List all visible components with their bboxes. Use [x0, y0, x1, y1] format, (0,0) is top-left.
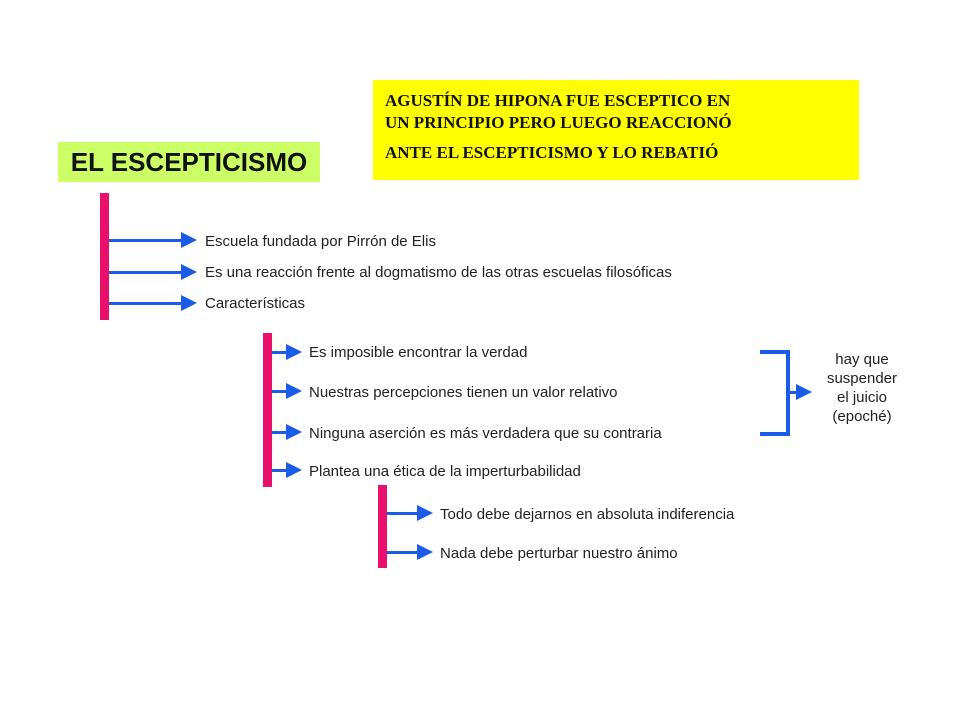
- level3-arrow-1: [387, 505, 433, 521]
- level2-item-4: Plantea una ética de la imperturbabilida…: [309, 463, 581, 480]
- level1-arrow-3: [109, 295, 197, 311]
- level2-item-1: Es imposible encontrar la verdad: [309, 344, 528, 361]
- level3-bar: [378, 485, 387, 568]
- level1-arrow-2: [109, 264, 197, 280]
- level3-item-1: Todo debe dejarnos en absoluta indiferen…: [440, 506, 735, 523]
- level1-item-2: Es una reacción frente al dogmatismo de …: [205, 264, 672, 281]
- level1-item-3: Características: [205, 295, 306, 312]
- level2-bar: [263, 333, 272, 487]
- level1-bar: [100, 193, 109, 320]
- conclusion-line-2: suspender: [826, 370, 898, 387]
- note-line-2: UN PRINCIPIO PERO LUEGO REACCIONÓ: [385, 113, 732, 132]
- level3-item-2: Nada debe perturbar nuestro ánimo: [440, 545, 678, 562]
- conclusion-line-3: el juicio: [836, 389, 888, 406]
- note-line-3: ANTE EL ESCEPTICISMO Y LO REBATIÓ: [385, 143, 719, 162]
- level2-item-2: Nuestras percepciones tienen un valor re…: [309, 384, 618, 401]
- level2-arrow-4: [272, 462, 302, 478]
- conclusion-line-1: hay que: [835, 351, 889, 368]
- level2-arrow-2: [272, 383, 302, 399]
- level3-arrow-2: [387, 544, 433, 560]
- level2-item-3: Ninguna aserción es más verdadera que su…: [309, 425, 662, 442]
- level1-item-1: Escuela fundada por Pirrón de Elis: [205, 233, 436, 250]
- level2-arrow-1: [272, 344, 302, 360]
- note-line-1: AGUSTÍN DE HIPONA FUE ESCEPTICO EN: [385, 91, 731, 110]
- conclusion-line-4: (epoché): [832, 408, 892, 425]
- level1-arrow-1: [109, 232, 197, 248]
- bracket-arrow: [790, 384, 812, 400]
- grouping-bracket: [760, 350, 790, 436]
- page-title: EL ESCEPTICISMO: [58, 142, 320, 182]
- conclusion-note: hay que suspender el juicio (epoché): [814, 350, 910, 426]
- note-box: AGUSTÍN DE HIPONA FUE ESCEPTICO EN UN PR…: [373, 80, 859, 180]
- level2-arrow-3: [272, 424, 302, 440]
